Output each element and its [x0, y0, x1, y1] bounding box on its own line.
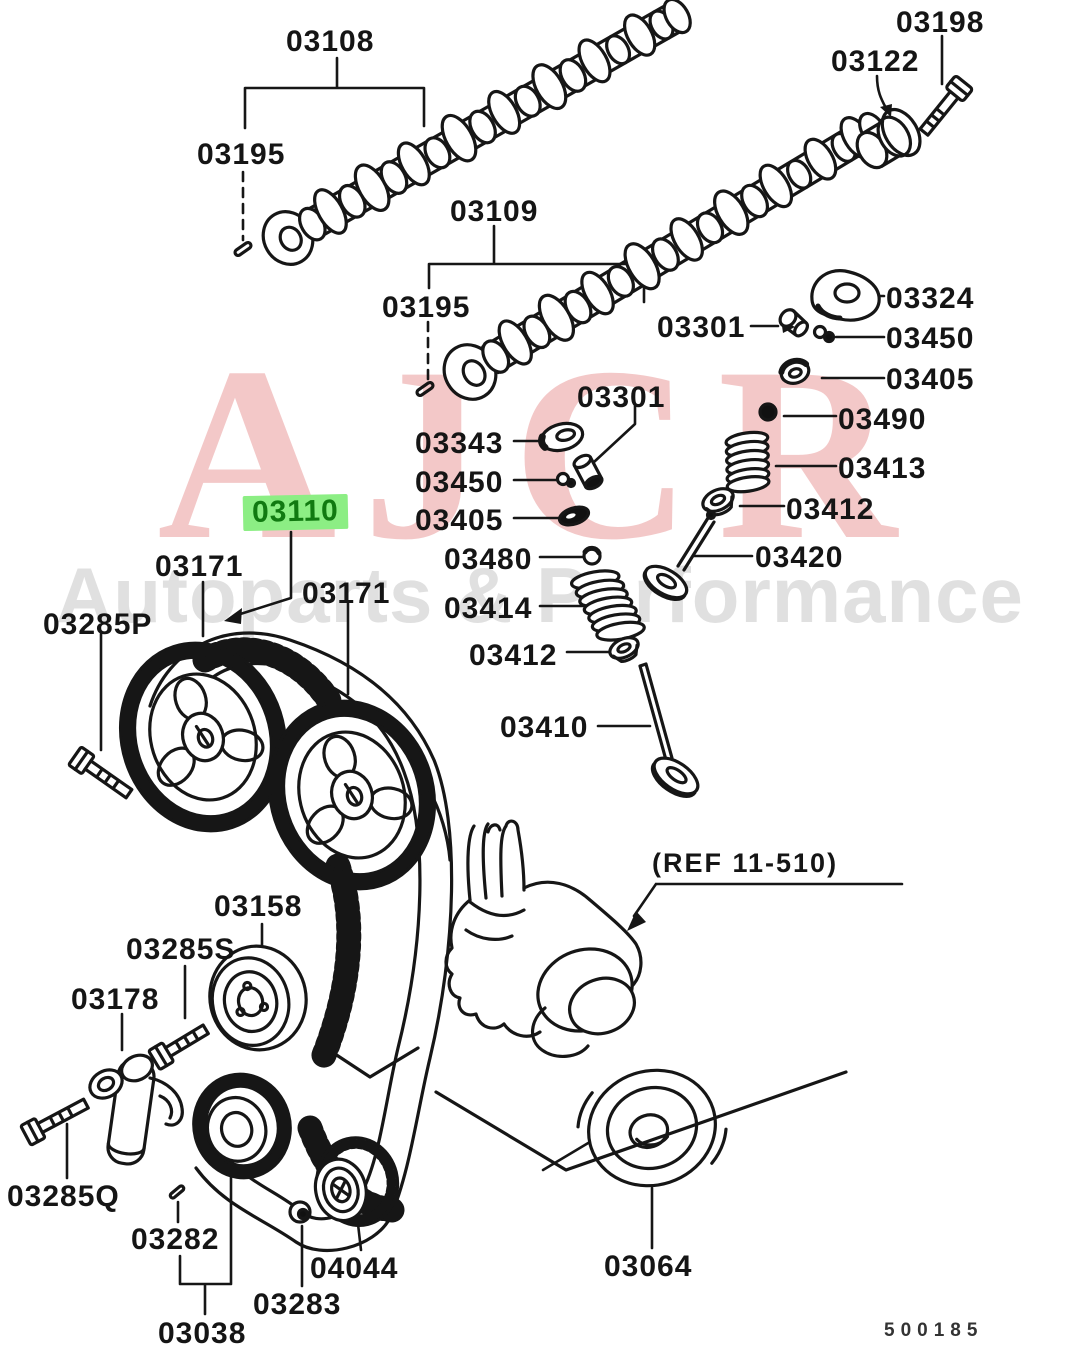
part-label-04044-33[interactable]: 04044 — [310, 1252, 399, 1285]
nut-drawing — [288, 1200, 312, 1224]
cam-end-cap-drawing — [855, 107, 922, 170]
part-label-03171-23[interactable]: 03171 — [155, 550, 244, 583]
part-label-03195-3[interactable]: 03195 — [382, 291, 471, 324]
spring-seat-drawing — [758, 402, 778, 422]
part-label-03110-22[interactable]: 03110 — [242, 493, 349, 531]
part-label-03405-17[interactable]: 03405 — [415, 504, 504, 537]
camshaft-exhaust-drawing — [442, 111, 888, 401]
valve-drawing-03420 — [642, 509, 717, 601]
part-label-03283-32[interactable]: 03283 — [253, 1288, 342, 1321]
part-label-03450-16[interactable]: 03450 — [415, 466, 504, 499]
spring-retainer-drawing — [608, 636, 640, 663]
part-label-03405-9[interactable]: 03405 — [886, 363, 975, 396]
diagram-code-label: 500185 — [884, 1320, 984, 1341]
part-label-03343-15[interactable]: 03343 — [415, 427, 504, 460]
cam-sprocket-left-drawing — [118, 641, 288, 833]
key-pin-drawing — [168, 1184, 186, 1200]
part-label-03450-8[interactable]: 03450 — [886, 322, 975, 355]
bolt-drawing-03198 — [918, 74, 974, 137]
engine-block-drawing — [330, 790, 848, 1172]
bolt-drawing-03285Q — [19, 1097, 90, 1147]
part-label-03413-11[interactable]: 03413 — [838, 452, 927, 485]
part-label-03324-6[interactable]: 03324 — [886, 282, 975, 315]
crank-sprocket-drawing — [192, 1072, 292, 1180]
part-label-03198-5[interactable]: 03198 — [896, 6, 985, 39]
part-label-03301-14[interactable]: 03301 — [577, 381, 666, 414]
part-label-03064-34[interactable]: 03064 — [604, 1250, 693, 1283]
camshaft-intake-drawing — [261, 0, 692, 266]
small-bolt-drawing — [778, 308, 810, 338]
part-label-03490-10[interactable]: 03490 — [838, 403, 927, 436]
watermark-brand-text: AJCR — [157, 316, 923, 591]
part-label-03414-19[interactable]: 03414 — [444, 592, 533, 625]
part-label-03410-21[interactable]: 03410 — [500, 711, 589, 744]
part-label-03122-4[interactable]: 03122 — [831, 45, 920, 78]
part-label-03420-13[interactable]: 03420 — [755, 541, 844, 574]
bolt-drawing-03285P — [67, 745, 134, 800]
part-label-03282-30[interactable]: 03282 — [131, 1223, 220, 1256]
part-label-03171-24[interactable]: 03171 — [302, 577, 391, 610]
ref-note-label: (REF 11-510) — [652, 848, 839, 878]
part-label-03301-7[interactable]: 03301 — [657, 311, 746, 344]
part-label-03412-12[interactable]: 03412 — [786, 493, 875, 526]
tappet-drawing — [572, 453, 604, 491]
valve-key-drawing — [812, 324, 836, 344]
adjuster-drawing — [538, 421, 585, 453]
part-label-03480-18[interactable]: 03480 — [444, 543, 533, 576]
part-label-03109-2[interactable]: 03109 — [450, 195, 539, 228]
camshaft-pin-drawing — [233, 240, 253, 258]
part-label-03285S-27[interactable]: 03285S — [126, 933, 236, 966]
valve-drawing-03410 — [638, 662, 700, 798]
valve-seal-drawing — [778, 357, 811, 385]
valve-key-drawing — [555, 471, 577, 489]
tensioner-pulley-drawing — [208, 944, 308, 1052]
watermark-tagline-text: Autoparts & Performance — [56, 551, 1024, 639]
spring-seat-drawing — [582, 545, 602, 566]
cam-sprocket-right-drawing — [267, 699, 437, 891]
part-label-03285P-25[interactable]: 03285P — [43, 608, 153, 641]
part-label-03108-0[interactable]: 03108 — [286, 25, 375, 58]
part-label-03038-31[interactable]: 03038 — [158, 1317, 247, 1350]
tensioner-arm-drawing — [88, 1053, 184, 1166]
part-label-03158-26[interactable]: 03158 — [214, 890, 303, 923]
spring-retainer-drawing — [701, 487, 735, 517]
rocker-piece-drawing — [810, 269, 881, 322]
idler-pulley-drawing — [313, 1136, 400, 1227]
part-label-03412-20[interactable]: 03412 — [469, 639, 558, 672]
valve-seal-drawing — [557, 505, 591, 527]
camshaft-pin-drawing — [415, 380, 435, 398]
valve-spring-outer-drawing — [724, 430, 771, 494]
part-label-03195-1[interactable]: 03195 — [197, 138, 286, 171]
bolt-drawing-03285S — [147, 1023, 210, 1071]
part-label-03178-28[interactable]: 03178 — [71, 983, 160, 1016]
part-label-03285Q-29[interactable]: 03285Q — [7, 1180, 120, 1213]
